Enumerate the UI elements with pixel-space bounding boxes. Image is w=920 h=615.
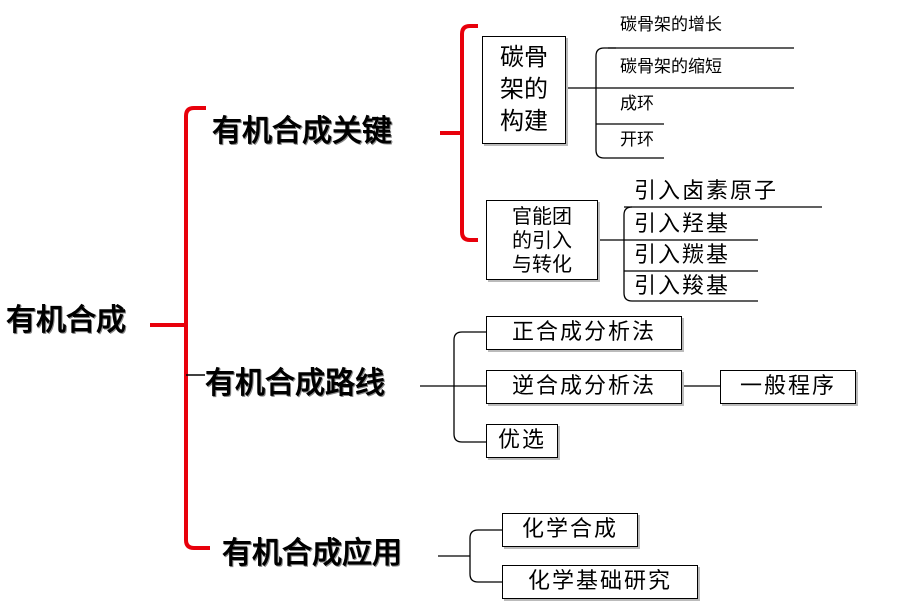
root-title: 有机合成 [6,303,126,338]
carbon-item: 碳骨架的增长 [620,15,722,35]
functional-group-line-2: 的引入 [512,228,572,252]
carbon-skeleton-line-1: 碳骨 [500,43,548,71]
carbon-item: 开环 [620,130,654,150]
route-sub-item: 一般程序 [720,370,856,404]
key-bracket [440,24,478,242]
carbon-group-connectors [568,47,794,159]
functional-item: 引入羟基 [634,212,731,237]
route-item: 正合成分析法 [486,316,682,350]
functional-item: 引入羰基 [634,243,731,268]
application-item: 化学合成 [502,513,638,547]
carbon-item: 碳骨架的缩短 [620,57,722,77]
functional-item: 引入羧基 [634,274,731,299]
application-item: 化学基础研究 [502,565,698,599]
branch-route-label: 有机合成路线 [205,366,385,401]
route-item: 逆合成分析法 [486,370,682,404]
functional-group-box: 官能团 的引入 与转化 [486,200,598,280]
functional-group-line-3: 与转化 [512,252,572,276]
carbon-item: 成环 [620,94,654,114]
branch-application-label: 有机合成应用 [222,536,402,571]
functional-item: 引入卤素原子 [634,179,779,204]
application-connectors [438,529,502,583]
carbon-skeleton-box: 碳骨 架的 构建 [482,36,566,144]
route-connectors [420,331,720,443]
branch-key-label: 有机合成关键 [212,114,392,149]
route-item: 优选 [486,424,558,458]
root-bracket [150,106,210,550]
functional-group-line-1: 官能团 [512,204,572,228]
carbon-skeleton-line-3: 构建 [500,107,548,135]
carbon-skeleton-line-2: 架的 [500,75,548,103]
functional-group-connectors [600,206,822,302]
